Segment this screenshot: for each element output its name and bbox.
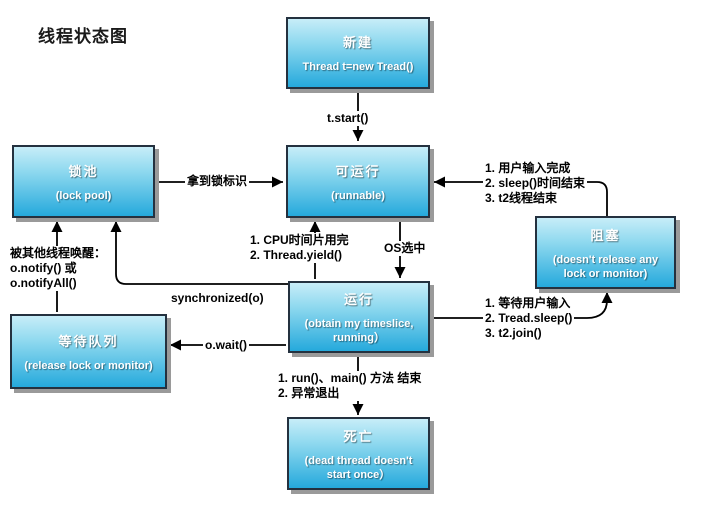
edge-label-blocked-to-runnable: 1. 用户输入完成 2. sleep()时间结束 3. t2线程结束 [483, 161, 588, 206]
edge-label-synchronized: synchronized(o) [169, 291, 266, 306]
node-blocked-title: 阻塞 [590, 227, 621, 243]
node-running-title: 运行 [343, 292, 374, 307]
edge-label-running-to-dead-line1: 1. run()、main() 方法 结束 [278, 371, 422, 385]
edge-label-yield: 1. CPU时间片用完 2. Thread.yield() [248, 233, 351, 263]
edge-label-wakeup-line3: o.notifyAll() [10, 276, 77, 290]
edge-label-t-start: t.start() [325, 111, 371, 126]
node-dead-title: 死亡 [343, 428, 374, 444]
page-title: 线程状态图 [38, 27, 128, 46]
node-lock-pool: 锁池 (lock pool) [12, 145, 155, 218]
node-runnable: 可运行 (runnable) [286, 145, 430, 218]
node-lock-pool-subtitle: (lock pool) [55, 189, 112, 202]
node-new: 新建 Thread t=new Tread() [286, 17, 430, 89]
node-new-title: 新建 [342, 35, 373, 50]
node-running-subtitle: (obtain my timeslice, running） [304, 318, 414, 344]
edge-label-running-to-blocked-line3: 3. t2.join() [485, 326, 542, 340]
node-runnable-title: 可运行 [335, 163, 381, 179]
node-dead: 死亡 (dead thread doesn't start once） [287, 417, 430, 490]
node-blocked-subtitle: (doesn't release any lock or monitor) [552, 253, 659, 280]
edge-running-to-blocked [430, 292, 613, 319]
node-running: 运行 (obtain my timeslice, running） [288, 281, 430, 353]
node-dead-subtitle: (dead thread doesn't start once） [304, 454, 413, 481]
edge-label-wakeup-line1: 被其他线程唤醒： [10, 246, 107, 260]
node-blocked: 阻塞 (doesn't release any lock or monitor) [535, 216, 676, 289]
edge-label-running-to-dead-line2: 2. 异常退出 [278, 386, 340, 400]
edge-running-to-lockpool [110, 221, 288, 285]
edge-label-blocked-to-runnable-line2: 2. sleep()时间结束 [485, 176, 586, 190]
edge-label-blocked-to-runnable-line3: 3. t2线程结束 [485, 191, 558, 205]
edge-label-os-select: OS选中 [382, 241, 428, 256]
edge-label-blocked-to-runnable-line1: 1. 用户输入完成 [485, 161, 571, 175]
edge-label-yield-line1: 1. CPU时间片用完 [250, 233, 349, 247]
node-wait-queue: 等待队列 (release lock or monitor) [10, 314, 167, 389]
node-wait-queue-title: 等待队列 [58, 333, 119, 349]
edge-label-running-to-blocked-line1: 1. 等待用户输入 [485, 296, 571, 310]
edge-label-wakeup: 被其他线程唤醒： o.notify() 或 o.notifyAll() [8, 246, 109, 291]
node-runnable-subtitle: (runnable) [331, 189, 385, 202]
edge-label-yield-line2: 2. Thread.yield() [250, 248, 343, 262]
edge-label-o-wait: o.wait() [203, 338, 249, 353]
edge-label-running-to-blocked-line2: 2. Tread.sleep() [485, 311, 573, 325]
edge-label-wakeup-line2: o.notify() 或 [10, 261, 77, 275]
edge-label-running-to-dead: 1. run()、main() 方法 结束 2. 异常退出 [276, 371, 424, 401]
edge-label-running-to-blocked: 1. 等待用户输入 2. Tread.sleep() 3. t2.join() [483, 296, 575, 341]
edge-label-got-lock: 拿到锁标识 [185, 174, 250, 189]
node-wait-queue-subtitle: (release lock or monitor) [24, 359, 153, 372]
node-new-subtitle: Thread t=new Tread() [302, 61, 414, 73]
node-lock-pool-title: 锁池 [68, 163, 99, 179]
edge-blocked-to-runnable [434, 176, 608, 216]
